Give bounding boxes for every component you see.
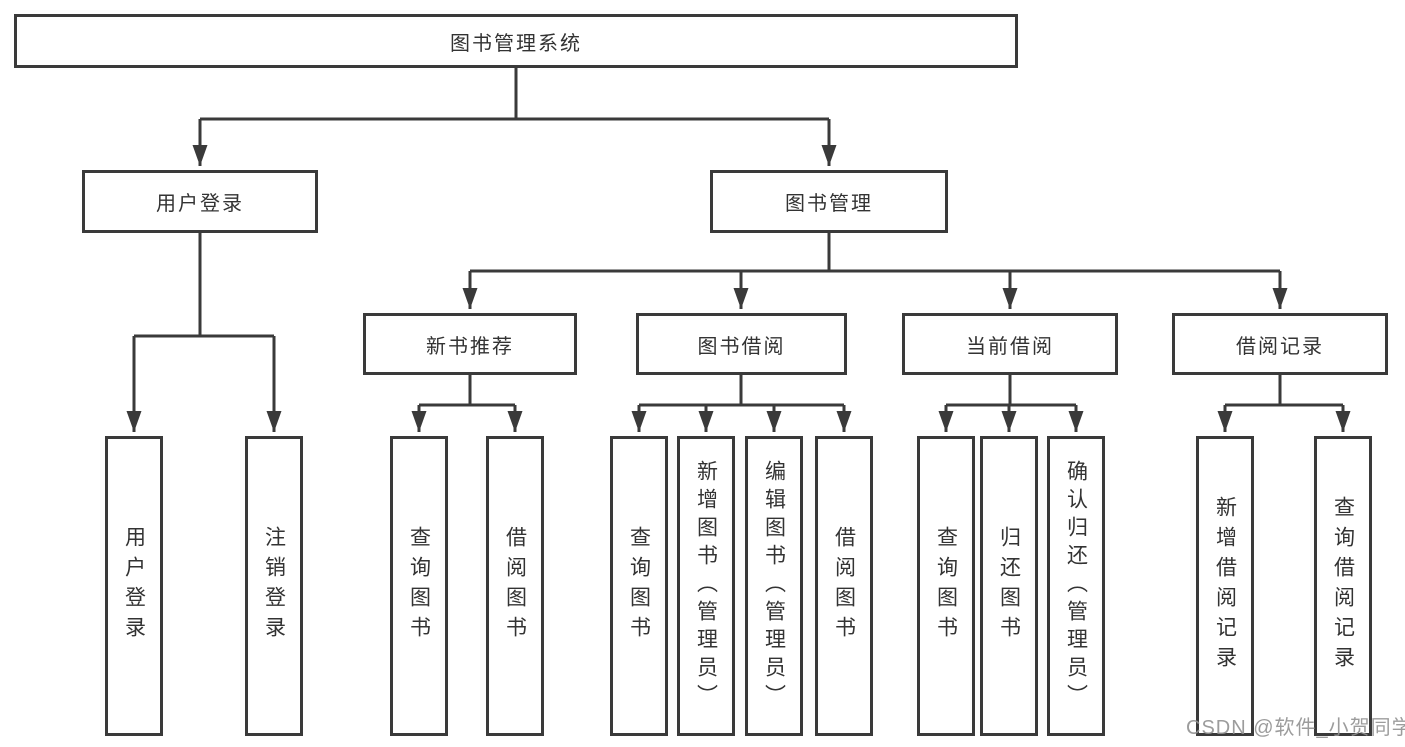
node-label: 新增借阅记录 [1213, 496, 1237, 676]
leaf-confirm-return-admin: 确认归还（管理员） [1047, 436, 1105, 736]
node-book-management: 图书管理 [710, 170, 948, 233]
csdn-watermark: CSDN @软件_小贺同学 [1186, 717, 1405, 739]
node-book-borrowing: 图书借阅 [636, 313, 847, 375]
leaf-user-login: 用户登录 [105, 436, 163, 736]
node-current-borrowing: 当前借阅 [902, 313, 1118, 375]
node-label: 确认归还（管理员） [1064, 460, 1088, 712]
node-borrowing-records: 借阅记录 [1172, 313, 1388, 375]
node-label: 借阅记录 [1236, 335, 1324, 358]
node-new-book-recommendation: 新书推荐 [363, 313, 577, 375]
node-library-management-system: 图书管理系统 [14, 14, 1018, 68]
node-label: 查询图书 [627, 526, 651, 646]
leaf-edit-book-admin: 编辑图书（管理员） [745, 436, 803, 736]
node-label: 编辑图书（管理员） [762, 460, 786, 712]
leaf-borrow-books-2: 借阅图书 [815, 436, 873, 736]
node-label: 归还图书 [997, 526, 1021, 646]
leaf-query-books-3: 查询图书 [917, 436, 975, 736]
leaf-query-books-1: 查询图书 [390, 436, 448, 736]
leaf-borrow-books-1: 借阅图书 [486, 436, 544, 736]
leaf-add-book-admin: 新增图书（管理员） [677, 436, 735, 736]
leaf-add-borrowing-record: 新增借阅记录 [1196, 436, 1254, 736]
node-label: 新书推荐 [426, 335, 514, 358]
leaf-query-borrowing-record: 查询借阅记录 [1314, 436, 1372, 736]
node-label: 用户登录 [156, 193, 244, 215]
node-label: 图书管理系统 [450, 32, 582, 55]
leaf-logout: 注销登录 [245, 436, 303, 736]
node-label: 借阅图书 [503, 526, 527, 646]
node-label: 图书借阅 [697, 335, 786, 358]
leaf-query-books-2: 查询图书 [610, 436, 668, 736]
node-label: 查询借阅记录 [1331, 496, 1355, 676]
node-label: 用户登录 [122, 526, 146, 646]
node-label: 查询图书 [407, 526, 431, 646]
leaf-return-books: 归还图书 [980, 436, 1038, 736]
node-user-login: 用户登录 [82, 170, 318, 233]
node-label: 查询图书 [934, 526, 958, 646]
node-label: 图书管理 [785, 193, 873, 215]
node-label: 新增图书（管理员） [694, 460, 718, 712]
node-label: 当前借阅 [966, 335, 1054, 358]
node-label: 借阅图书 [832, 526, 856, 646]
node-label: 注销登录 [262, 526, 286, 646]
